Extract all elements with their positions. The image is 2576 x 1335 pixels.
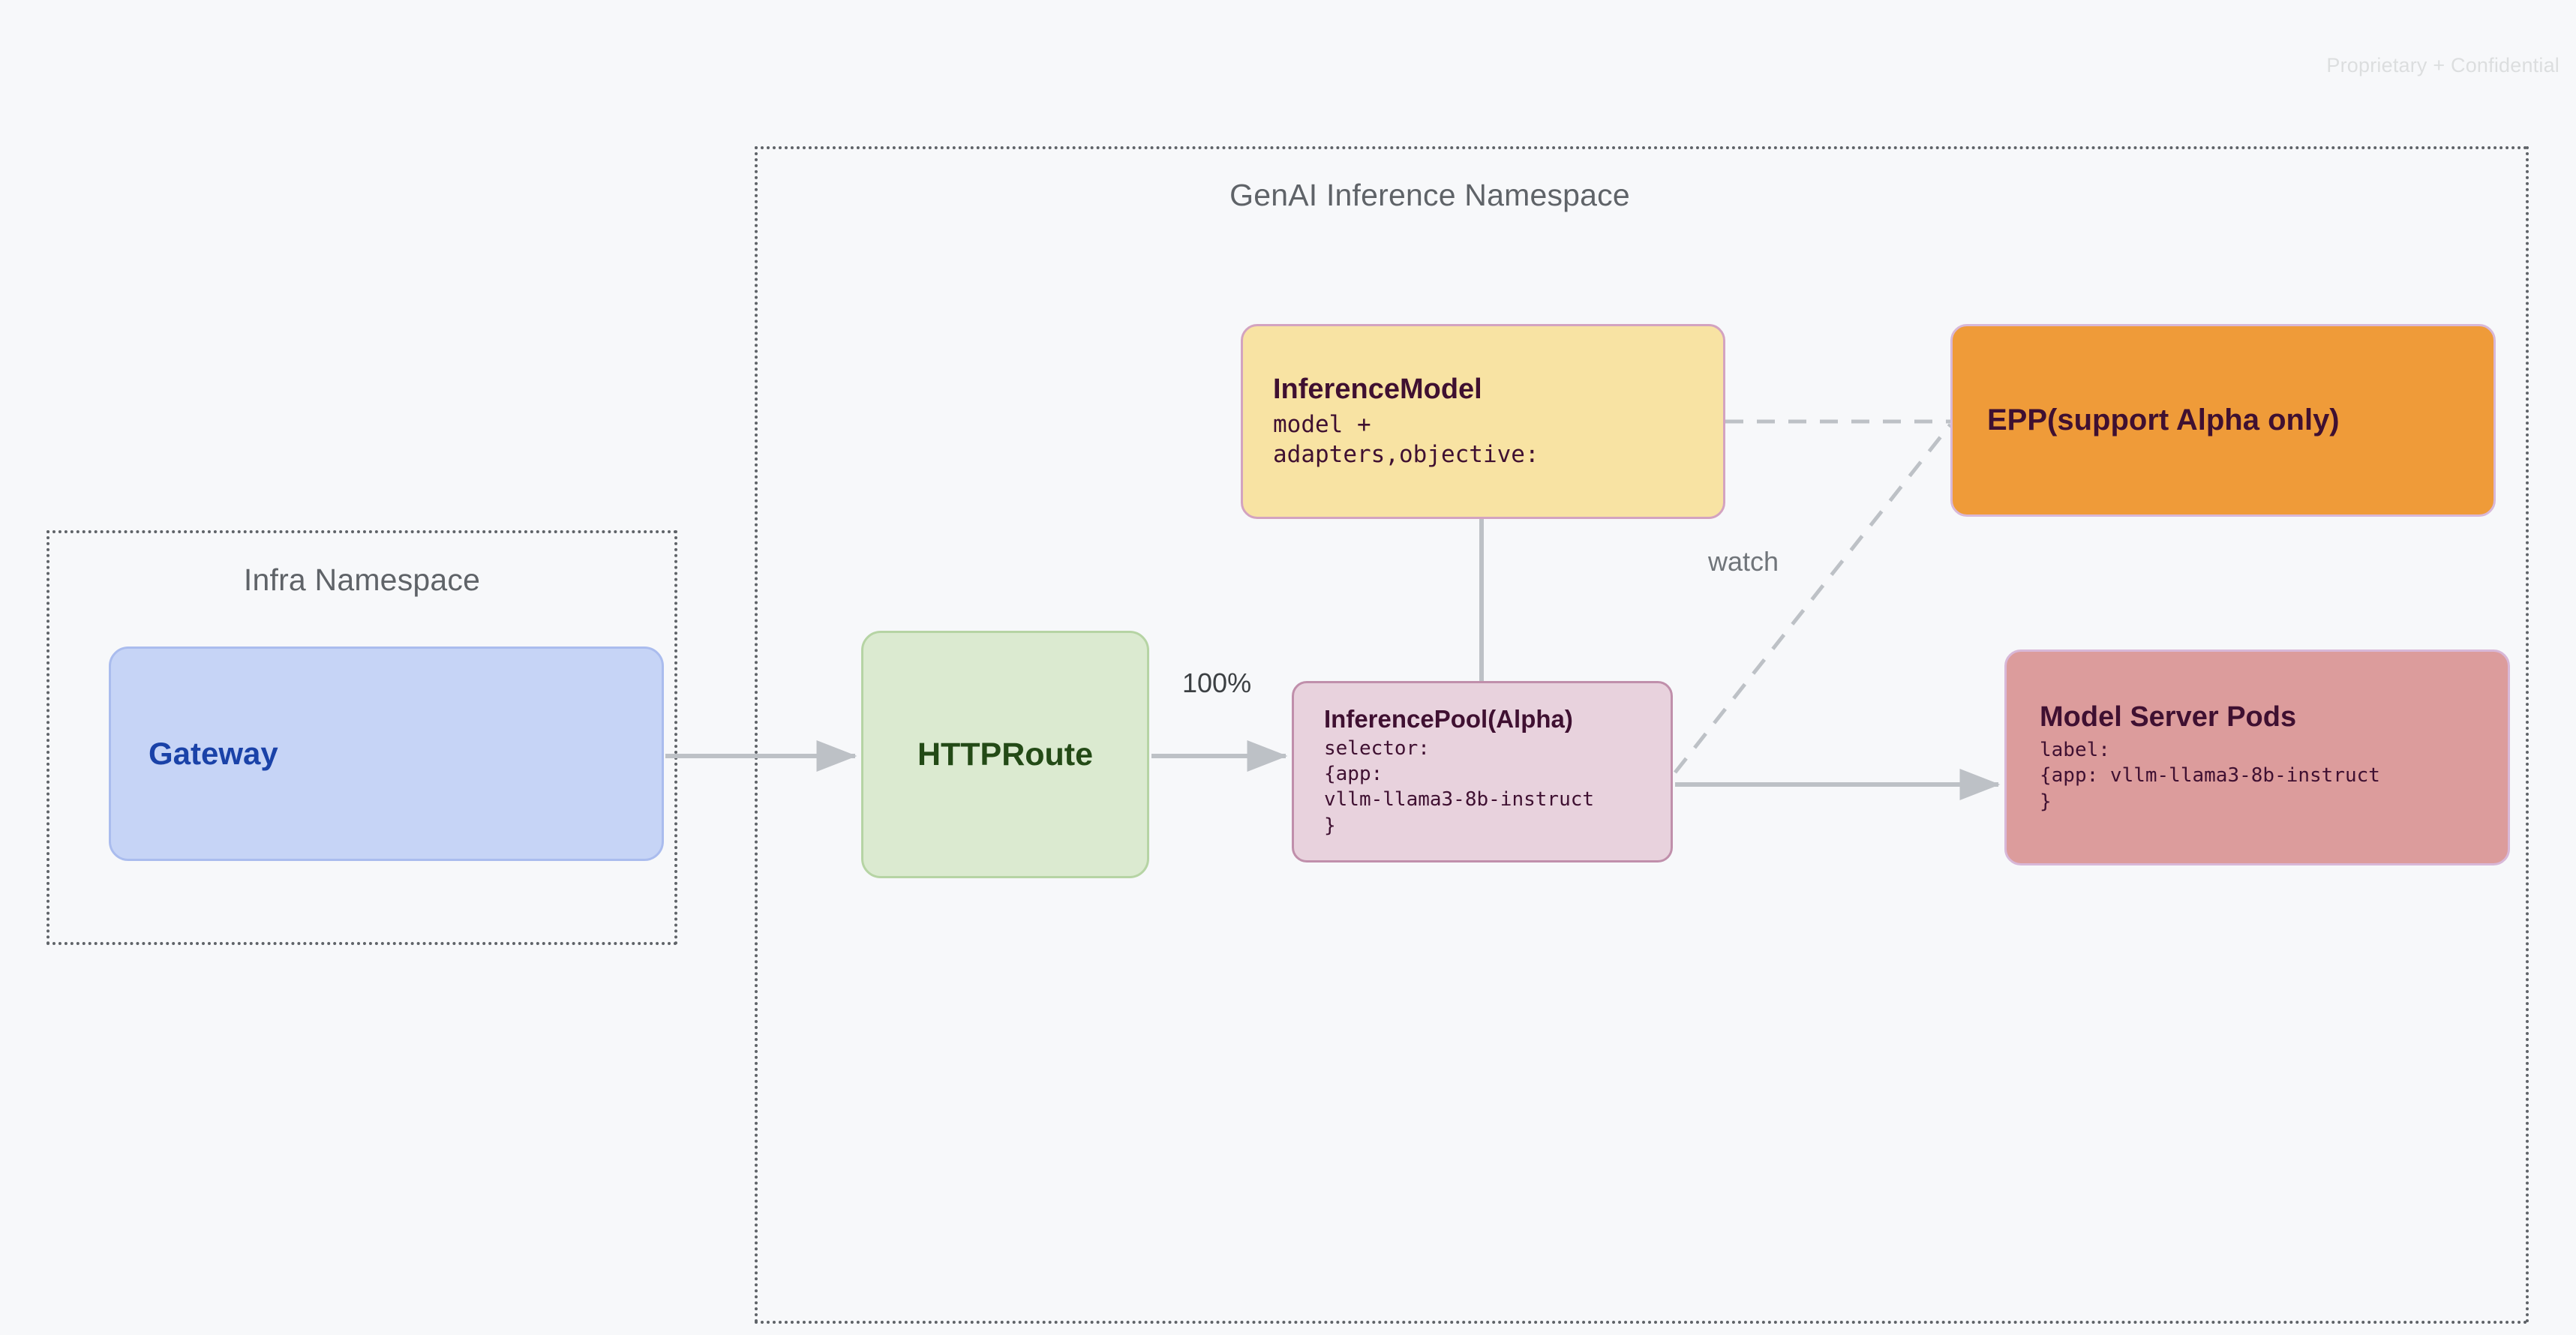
edge-label-watch: watch bbox=[1708, 546, 1779, 577]
node-inference-pool-body: selector: {app: vllm-llama3-8b-instruct … bbox=[1324, 736, 1595, 837]
node-model-server-pods[interactable]: Model Server Pods label: {app: vllm-llam… bbox=[2004, 650, 2510, 866]
node-inference-pool-content: InferencePool(Alpha) selector: {app: vll… bbox=[1294, 683, 1671, 860]
node-gateway[interactable]: Gateway bbox=[109, 646, 664, 861]
confidentiality-watermark: Proprietary + Confidential bbox=[2326, 54, 2559, 76]
infra-namespace-title: Infra Namespace bbox=[243, 562, 481, 597]
node-epp-title: EPP(support Alpha only) bbox=[1987, 403, 2340, 436]
genai-inference-namespace-boundary bbox=[755, 146, 2529, 1324]
node-inference-model-content: InferenceModel model + adapters,objectiv… bbox=[1243, 326, 1723, 517]
node-gateway-title: Gateway bbox=[149, 736, 278, 772]
node-inference-model[interactable]: InferenceModel model + adapters,objectiv… bbox=[1241, 324, 1725, 519]
node-httproute-content: HTTPRoute bbox=[863, 633, 1147, 876]
node-inference-model-title: InferenceModel bbox=[1273, 373, 1482, 405]
node-httproute-title: HTTPRoute bbox=[917, 736, 1094, 772]
node-inference-model-body: model + adapters,objective: bbox=[1273, 410, 1539, 469]
node-gateway-content: Gateway bbox=[111, 649, 662, 859]
genai-inference-namespace-title: GenAI Inference Namespace bbox=[1229, 178, 1630, 212]
node-model-server-pods-content: Model Server Pods label: {app: vllm-llam… bbox=[2007, 652, 2508, 863]
node-model-server-pods-body: label: {app: vllm-llama3-8b-instruct } bbox=[2040, 738, 2380, 813]
node-epp-content: EPP(support Alpha only) bbox=[1953, 326, 2493, 514]
node-inference-pool[interactable]: InferencePool(Alpha) selector: {app: vll… bbox=[1292, 681, 1673, 862]
node-epp[interactable]: EPP(support Alpha only) bbox=[1950, 324, 2496, 517]
infra-namespace-boundary bbox=[47, 530, 677, 945]
node-inference-pool-title: InferencePool(Alpha) bbox=[1324, 704, 1573, 733]
node-httproute[interactable]: HTTPRoute bbox=[861, 631, 1149, 878]
node-model-server-pods-title: Model Server Pods bbox=[2040, 701, 2297, 734]
edge-label-traffic-weight: 100% bbox=[1182, 668, 1252, 698]
